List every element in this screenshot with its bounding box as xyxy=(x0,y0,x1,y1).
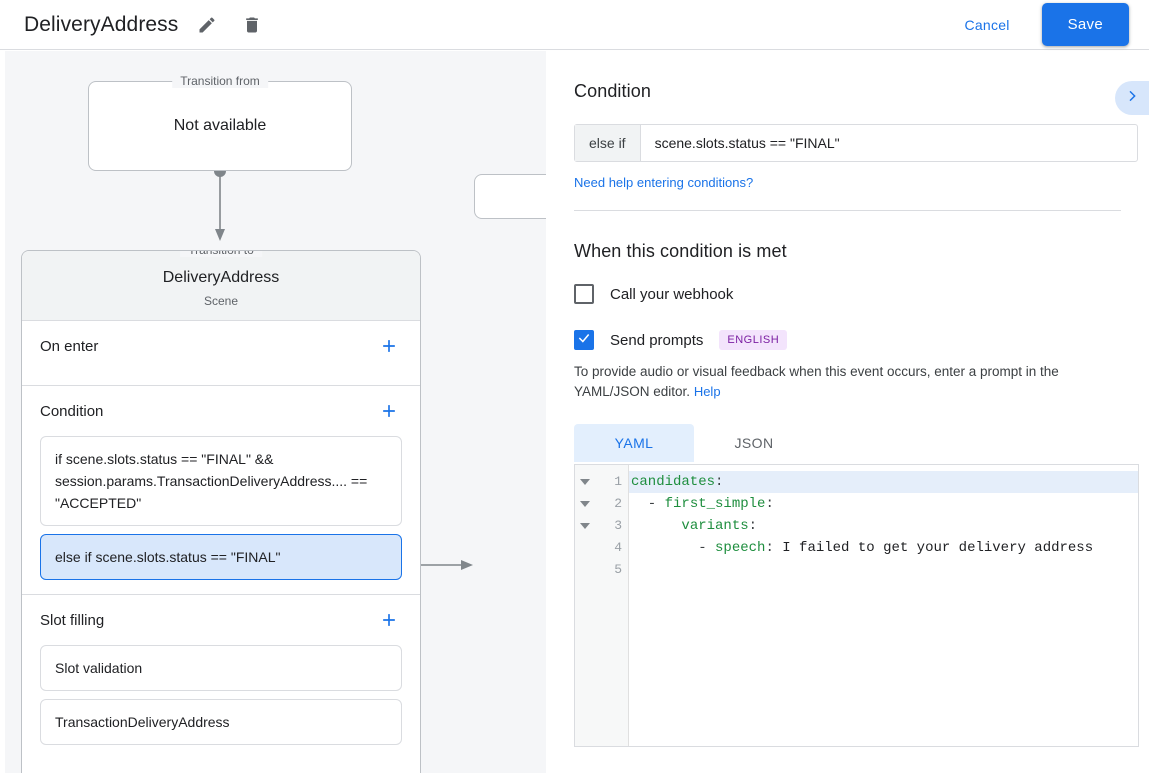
checkmark-icon xyxy=(577,331,591,350)
gutter-line: 1 xyxy=(575,471,628,493)
section-on-enter: On enter xyxy=(22,321,420,386)
code-token: candidates xyxy=(631,474,716,490)
call-webhook-label: Call your webhook xyxy=(610,285,734,303)
condition-chip-else-if[interactable]: else if scene.slots.status == "FINAL" xyxy=(40,534,402,580)
fold-caret-icon[interactable] xyxy=(580,493,590,515)
line-number: 2 xyxy=(614,496,622,511)
transition-from-legend: Transition from xyxy=(172,74,268,88)
send-prompts-description-text: To provide audio or visual feedback when… xyxy=(574,364,1059,399)
scene-type: Scene xyxy=(203,294,239,308)
gutter-line: 4 xyxy=(575,537,628,559)
add-condition-button[interactable] xyxy=(376,398,402,424)
details-panel: Condition else if Need help entering con… xyxy=(546,51,1149,773)
code-token: - xyxy=(631,496,665,512)
trash-icon xyxy=(242,15,262,35)
send-prompts-checkbox[interactable] xyxy=(574,330,594,350)
code-token xyxy=(631,518,681,534)
slot-chip-validation[interactable]: Slot validation xyxy=(40,645,402,691)
section-slot-filling-title: Slot filling xyxy=(40,611,105,629)
section-slot-filling-head: Slot filling xyxy=(40,595,402,645)
send-prompts-label: Send prompts xyxy=(610,331,704,349)
send-prompts-row[interactable]: Send prompts ENGLISH xyxy=(574,330,1121,350)
delete-button[interactable] xyxy=(236,9,268,41)
transition-to-node: Transition to DeliveryAddress Scene On e… xyxy=(21,250,421,773)
chevron-right-icon xyxy=(1124,88,1140,109)
transition-from-value: Not available xyxy=(173,117,267,134)
add-on-enter-button[interactable] xyxy=(376,333,402,359)
code-token: I failed to get your delivery address xyxy=(782,540,1094,556)
section-condition-title: Condition xyxy=(40,402,104,420)
gutter-line: 3 xyxy=(575,515,628,537)
line-number: 4 xyxy=(614,540,622,555)
code-line: variants: xyxy=(629,515,1138,537)
transition-from-node[interactable]: Transition from Not available xyxy=(88,74,352,171)
code-token: speech xyxy=(715,540,766,556)
webhook-row[interactable]: Call your webhook xyxy=(574,284,1121,304)
edit-button[interactable] xyxy=(191,9,223,41)
tab-yaml[interactable]: YAML xyxy=(574,424,694,462)
fold-caret-icon[interactable] xyxy=(580,471,590,493)
condition-expression-input[interactable] xyxy=(640,125,1137,161)
tab-json[interactable]: JSON xyxy=(734,435,774,451)
panel-divider xyxy=(574,210,1121,211)
code-line: candidates: xyxy=(629,471,1138,493)
flow-canvas[interactable]: Transition from Not available Transition… xyxy=(5,51,546,773)
scene-header: DeliveryAddress Scene xyxy=(22,251,420,321)
section-condition-head: Condition xyxy=(40,386,402,436)
condition-help-link[interactable]: Need help entering conditions? xyxy=(574,175,754,190)
plus-icon xyxy=(379,610,399,630)
code-token: : xyxy=(765,496,774,512)
language-badge: ENGLISH xyxy=(719,330,788,350)
panel-when-met-block: When this condition is met Call your web… xyxy=(546,211,1149,747)
section-on-enter-head: On enter xyxy=(40,321,402,371)
code-token: variants xyxy=(681,518,749,534)
transition-target-stub-node[interactable] xyxy=(474,174,546,219)
line-number: 5 xyxy=(614,562,622,577)
section-on-enter-title: On enter xyxy=(40,337,99,355)
editor-code-area[interactable]: candidates: - first_simple: variants: - … xyxy=(629,465,1138,746)
expand-panel-button[interactable] xyxy=(1115,81,1149,115)
panel-condition-block: Condition else if Need help entering con… xyxy=(546,51,1149,211)
code-token: : xyxy=(748,518,758,534)
line-number: 3 xyxy=(614,518,622,533)
add-slot-button[interactable] xyxy=(376,607,402,633)
plus-icon xyxy=(379,336,399,356)
gutter-line: 2 xyxy=(575,493,628,515)
code-line: - speech: I failed to get your delivery … xyxy=(629,537,1138,559)
code-line: - first_simple: xyxy=(629,493,1138,515)
condition-editor-row: else if xyxy=(574,124,1138,162)
condition-operator-label: else if xyxy=(575,125,641,161)
pencil-icon xyxy=(197,15,217,35)
code-token: : xyxy=(765,540,783,556)
when-met-heading: When this condition is met xyxy=(574,241,787,261)
plus-icon xyxy=(379,401,399,421)
scene-name: DeliveryAddress xyxy=(162,269,280,286)
code-line xyxy=(629,559,1138,581)
editor-gutter: 1 2 3 4 5 xyxy=(575,465,629,746)
section-condition: Condition if scene.slots.status == "FINA… xyxy=(22,386,420,595)
editor-format-tabs: YAML JSON xyxy=(574,424,1121,462)
prompt-code-editor[interactable]: 1 2 3 4 5 candidates: - first_simple: varian… xyxy=(574,464,1139,747)
transition-to-legend: Transition to xyxy=(180,251,262,257)
section-slot-filling: Slot filling Slot validation Transaction… xyxy=(22,595,420,759)
save-button[interactable]: Save xyxy=(1041,3,1129,46)
call-webhook-checkbox[interactable] xyxy=(574,284,594,304)
fold-caret-icon[interactable] xyxy=(580,515,590,537)
condition-chip-if[interactable]: if scene.slots.status == "FINAL" && sess… xyxy=(40,436,402,526)
code-token: - xyxy=(631,540,716,556)
gutter-line: 5 xyxy=(575,559,628,581)
slot-chip-transaction-delivery-address[interactable]: TransactionDeliveryAddress xyxy=(40,699,402,745)
cancel-button[interactable]: Cancel xyxy=(951,8,1024,42)
line-number: 1 xyxy=(614,474,622,489)
code-token: first_simple xyxy=(664,496,766,512)
code-token: : xyxy=(715,474,724,490)
prompts-help-link[interactable]: Help xyxy=(693,384,721,399)
send-prompts-description: To provide audio or visual feedback when… xyxy=(574,362,1121,402)
panel-condition-heading: Condition xyxy=(574,81,651,101)
top-app-bar: DeliveryAddress Cancel Save xyxy=(0,0,1149,50)
page-title: DeliveryAddress xyxy=(24,12,179,36)
